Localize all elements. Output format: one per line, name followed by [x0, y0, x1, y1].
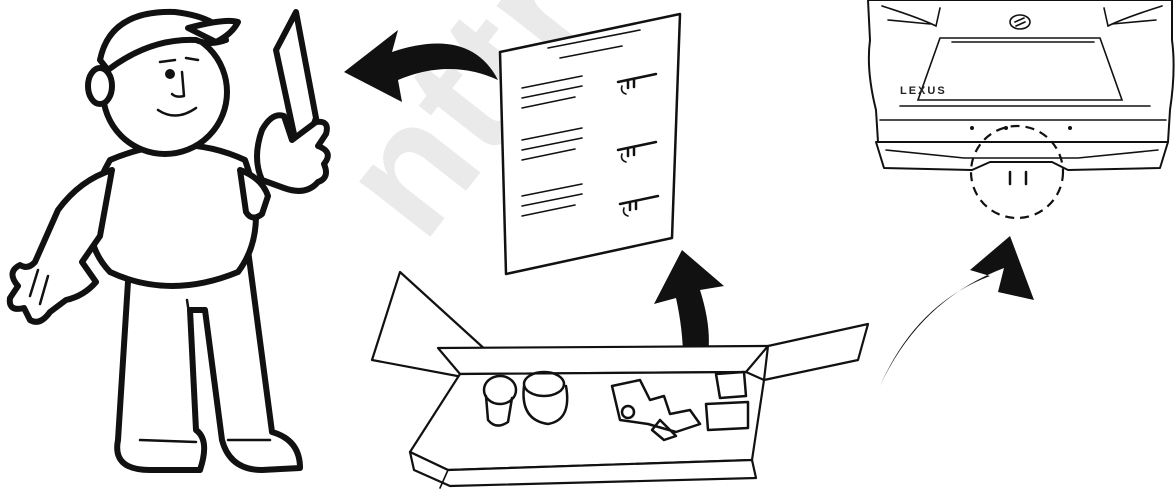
instruction-sheet [500, 14, 680, 274]
curved-arrow-to-vehicle [880, 236, 1034, 386]
parts-box [372, 272, 868, 488]
curved-arrow-to-mechanic [344, 30, 498, 102]
mechanic-left-arm [10, 170, 112, 322]
vehicle-rear: LEXUS [868, 0, 1174, 218]
mechanic-torso [90, 145, 256, 286]
lexus-badge: LEXUS [900, 85, 947, 97]
mechanic-figure [10, 12, 328, 470]
